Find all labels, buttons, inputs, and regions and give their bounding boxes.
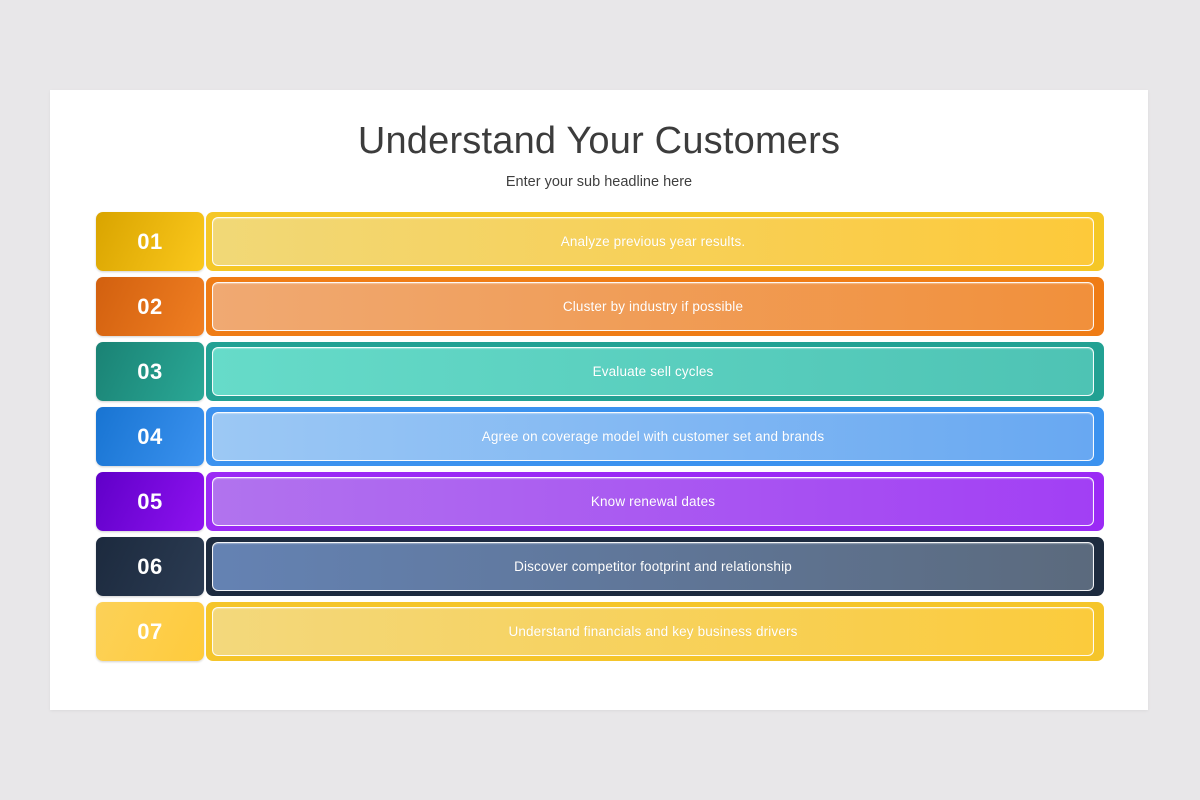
list-item[interactable]: 01 Analyze previous year results. — [96, 212, 1104, 271]
list-item-number-badge[interactable]: 07 — [96, 602, 204, 661]
list-item-label: Agree on coverage model with customer se… — [481, 429, 825, 444]
list-item-label: Discover competitor footprint and relati… — [514, 559, 792, 574]
slide-panel: Understand Your Customers Enter your sub… — [50, 90, 1148, 710]
list-item-bar[interactable]: Analyze previous year results. — [212, 217, 1094, 266]
list-item-label: Analyze previous year results. — [560, 234, 746, 249]
list-item-label: Understand financials and key business d… — [508, 624, 798, 639]
list-item-number-badge[interactable]: 01 — [96, 212, 204, 271]
list-item[interactable]: 04 Agree on coverage model with customer … — [96, 407, 1104, 466]
list-item-number-badge[interactable]: 03 — [96, 342, 204, 401]
list-item[interactable]: 02 Cluster by industry if possible — [96, 277, 1104, 336]
list-item-number: 04 — [137, 423, 163, 449]
list-item[interactable]: 05 Know renewal dates — [96, 472, 1104, 531]
list-item-number: 01 — [137, 228, 163, 254]
numbered-list: 01 Analyze previous year results. 02 Cluste… — [96, 212, 1104, 661]
list-item-number-badge[interactable]: 05 — [96, 472, 204, 531]
list-item-number: 07 — [137, 618, 163, 644]
list-item-number-badge[interactable]: 02 — [96, 277, 204, 336]
list-item-number: 03 — [137, 358, 163, 384]
list-item-bar[interactable]: Discover competitor footprint and relati… — [212, 542, 1094, 591]
list-item[interactable]: 07 Understand financials and key business… — [96, 602, 1104, 661]
list-item-number: 05 — [137, 488, 163, 514]
list-item-bar[interactable]: Cluster by industry if possible — [212, 282, 1094, 331]
list-item-number-badge[interactable]: 04 — [96, 407, 204, 466]
list-item-bar[interactable]: Know renewal dates — [212, 477, 1094, 526]
list-item-label: Know renewal dates — [590, 494, 716, 509]
list-item-bar[interactable]: Agree on coverage model with customer se… — [212, 412, 1094, 461]
list-item[interactable]: 03 Evaluate sell cycles — [96, 342, 1104, 401]
list-item-bar[interactable]: Evaluate sell cycles — [212, 347, 1094, 396]
list-item-number-badge[interactable]: 06 — [96, 537, 204, 596]
list-item-bar[interactable]: Understand financials and key business d… — [212, 607, 1094, 656]
list-item-label: Evaluate sell cycles — [592, 364, 714, 379]
list-item[interactable]: 06 Discover competitor footprint and rela… — [96, 537, 1104, 596]
list-item-number: 06 — [137, 553, 163, 579]
page-title: Understand Your Customers — [357, 120, 841, 162]
list-item-label: Cluster by industry if possible — [562, 299, 744, 314]
list-item-number: 02 — [137, 293, 163, 319]
page-subtitle: Enter your sub headline here — [505, 174, 693, 190]
